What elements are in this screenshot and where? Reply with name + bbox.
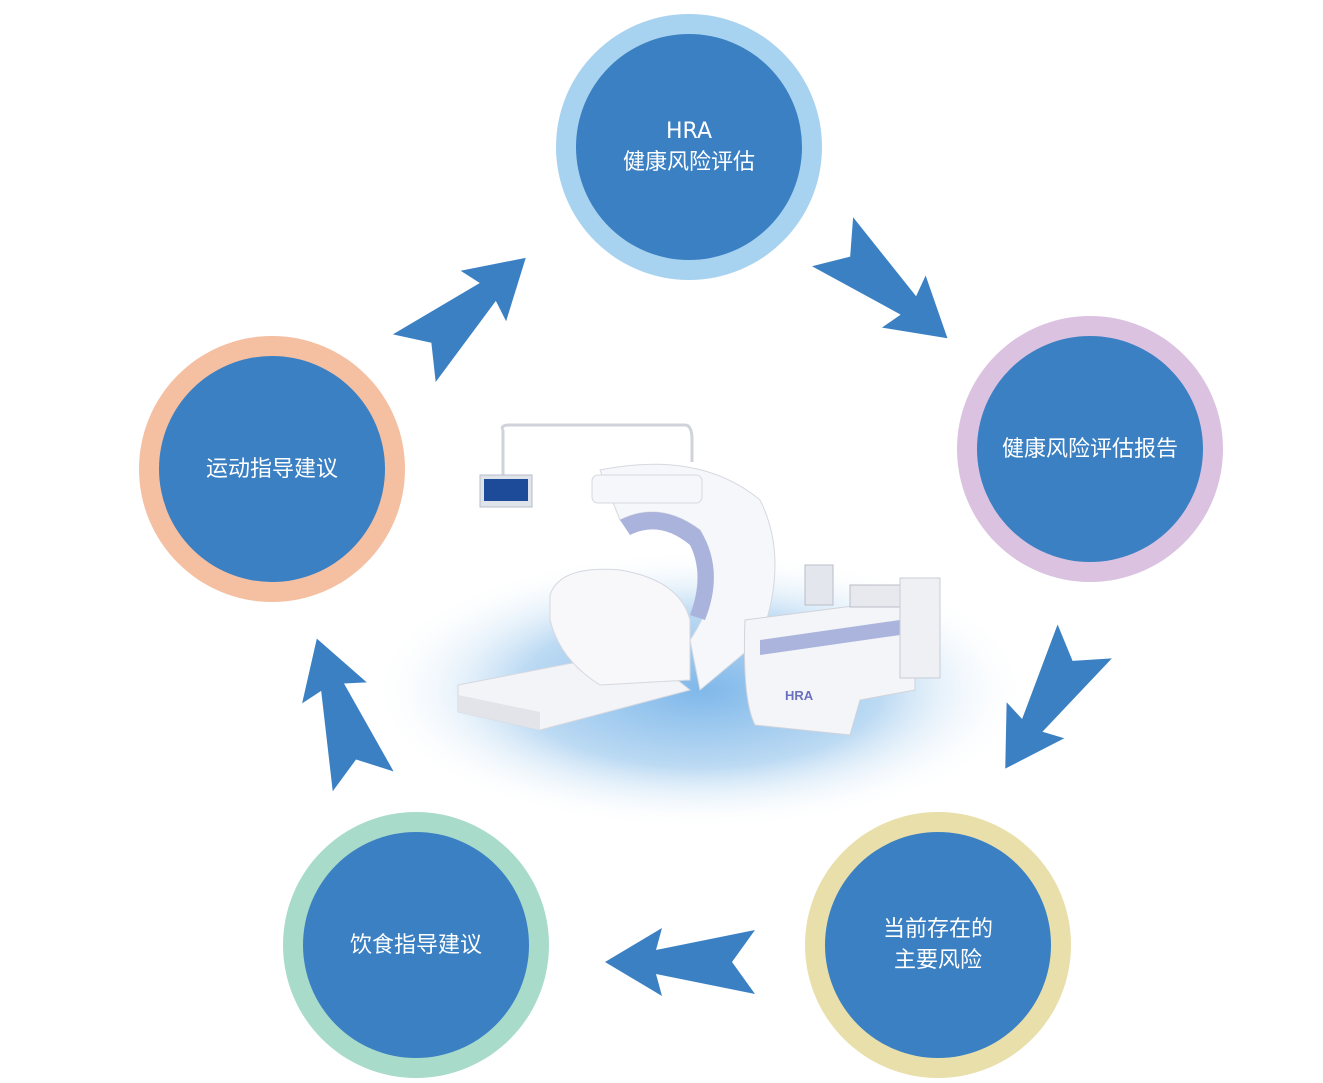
node-circle: 运动指导建议 (159, 356, 385, 582)
node-label-line: 健康风险评估 (622, 150, 755, 175)
flow-arrow-icon (1005, 624, 1112, 769)
node-risk-report: 健康风险评估报告 (957, 316, 1223, 582)
node-circle: 当前存在的 主要风险 (825, 832, 1051, 1058)
node-label-line: 运动指导建议 (205, 456, 338, 482)
node-label-line: HRA (666, 119, 712, 144)
flow-arrow-icon (605, 928, 755, 996)
node-label-line: 健康风险评估报告 (1001, 436, 1178, 462)
flow-arrow-icon (302, 638, 394, 792)
node-circle: 健康风险评估报告 (977, 336, 1203, 562)
node-circle: HRA 健康风险评估 (576, 34, 802, 260)
flow-arrow-icon (392, 257, 526, 382)
node-current-risks: 当前存在的 主要风险 (805, 812, 1071, 1078)
flow-arrow-icon (811, 217, 948, 339)
node-exercise-advice: 运动指导建议 (139, 336, 405, 602)
node-label-line: 当前存在的 (882, 917, 993, 942)
node-hra-assessment: HRA 健康风险评估 (556, 14, 822, 280)
node-diet-advice: 饮食指导建议 (283, 812, 549, 1078)
device-logo: HRA (785, 688, 814, 703)
node-label-line: 饮食指导建议 (349, 932, 482, 958)
node-circle: 饮食指导建议 (303, 832, 529, 1058)
hra-device-illustration: HRA (457, 423, 941, 736)
node-label-line: 主要风险 (893, 948, 982, 973)
